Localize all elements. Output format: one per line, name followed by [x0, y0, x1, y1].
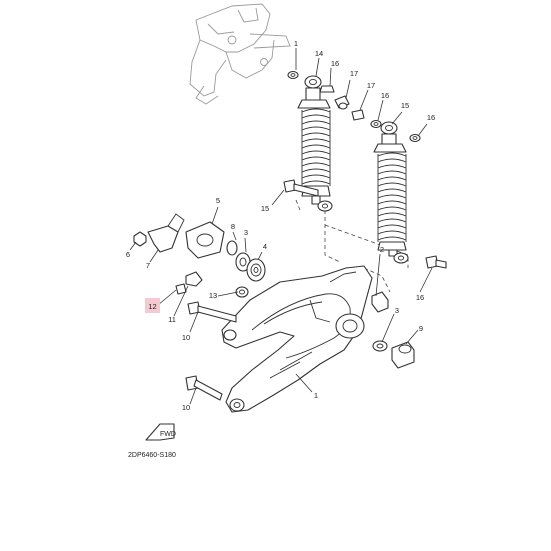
pivot-bolts: [185, 301, 237, 401]
callout-17: 17: [350, 69, 358, 78]
callout-1: 1: [314, 391, 318, 400]
bracket-parts: [133, 213, 266, 298]
callout-12[interactable]: 12: [148, 302, 156, 311]
callout-3: 3: [395, 306, 399, 315]
callout-7: 7: [146, 261, 150, 270]
shock-bolts: [283, 179, 447, 269]
callout-9: 9: [419, 324, 423, 333]
bushings-right: [371, 291, 415, 369]
callout-15: 15: [261, 204, 269, 213]
leader-lines: [129, 48, 433, 405]
callout-3: 3: [244, 228, 248, 237]
callout-2: 2: [380, 245, 384, 254]
forward-arrow-icon: FWD: [145, 423, 176, 441]
assembly-lines: [295, 199, 409, 293]
callout-16: 16: [427, 113, 435, 122]
callout-6: 6: [126, 250, 130, 259]
callout-10: 10: [182, 403, 190, 412]
diagram-code: 2DP6460-S180: [128, 452, 176, 459]
callout-16: 1: [294, 39, 298, 48]
callout-8: 8: [231, 222, 235, 231]
swing-arm: [221, 265, 373, 413]
fwd-label: FWD: [160, 431, 176, 438]
callout-5: 5: [216, 196, 220, 205]
callout-14: 15: [401, 101, 409, 110]
callout-labels: 1 14 16 17 17 16 15 16 15 16 5 8 3 4 6 7…: [126, 39, 435, 412]
frame-outline: [189, 3, 291, 105]
callout-11: 11: [168, 315, 176, 324]
callout-15: 16: [416, 293, 424, 302]
callout-16: 16: [331, 59, 339, 68]
callout-10: 10: [182, 333, 190, 342]
rear-shock-right: [373, 121, 409, 264]
callout-14: 14: [315, 49, 323, 58]
callout-12-highlight: [145, 298, 160, 313]
callout-4: 4: [263, 242, 267, 251]
callout-16: 16: [381, 91, 389, 100]
callout-13: 13: [209, 291, 217, 300]
top-hardware: [287, 70, 421, 143]
callout-17: 17: [367, 81, 375, 90]
